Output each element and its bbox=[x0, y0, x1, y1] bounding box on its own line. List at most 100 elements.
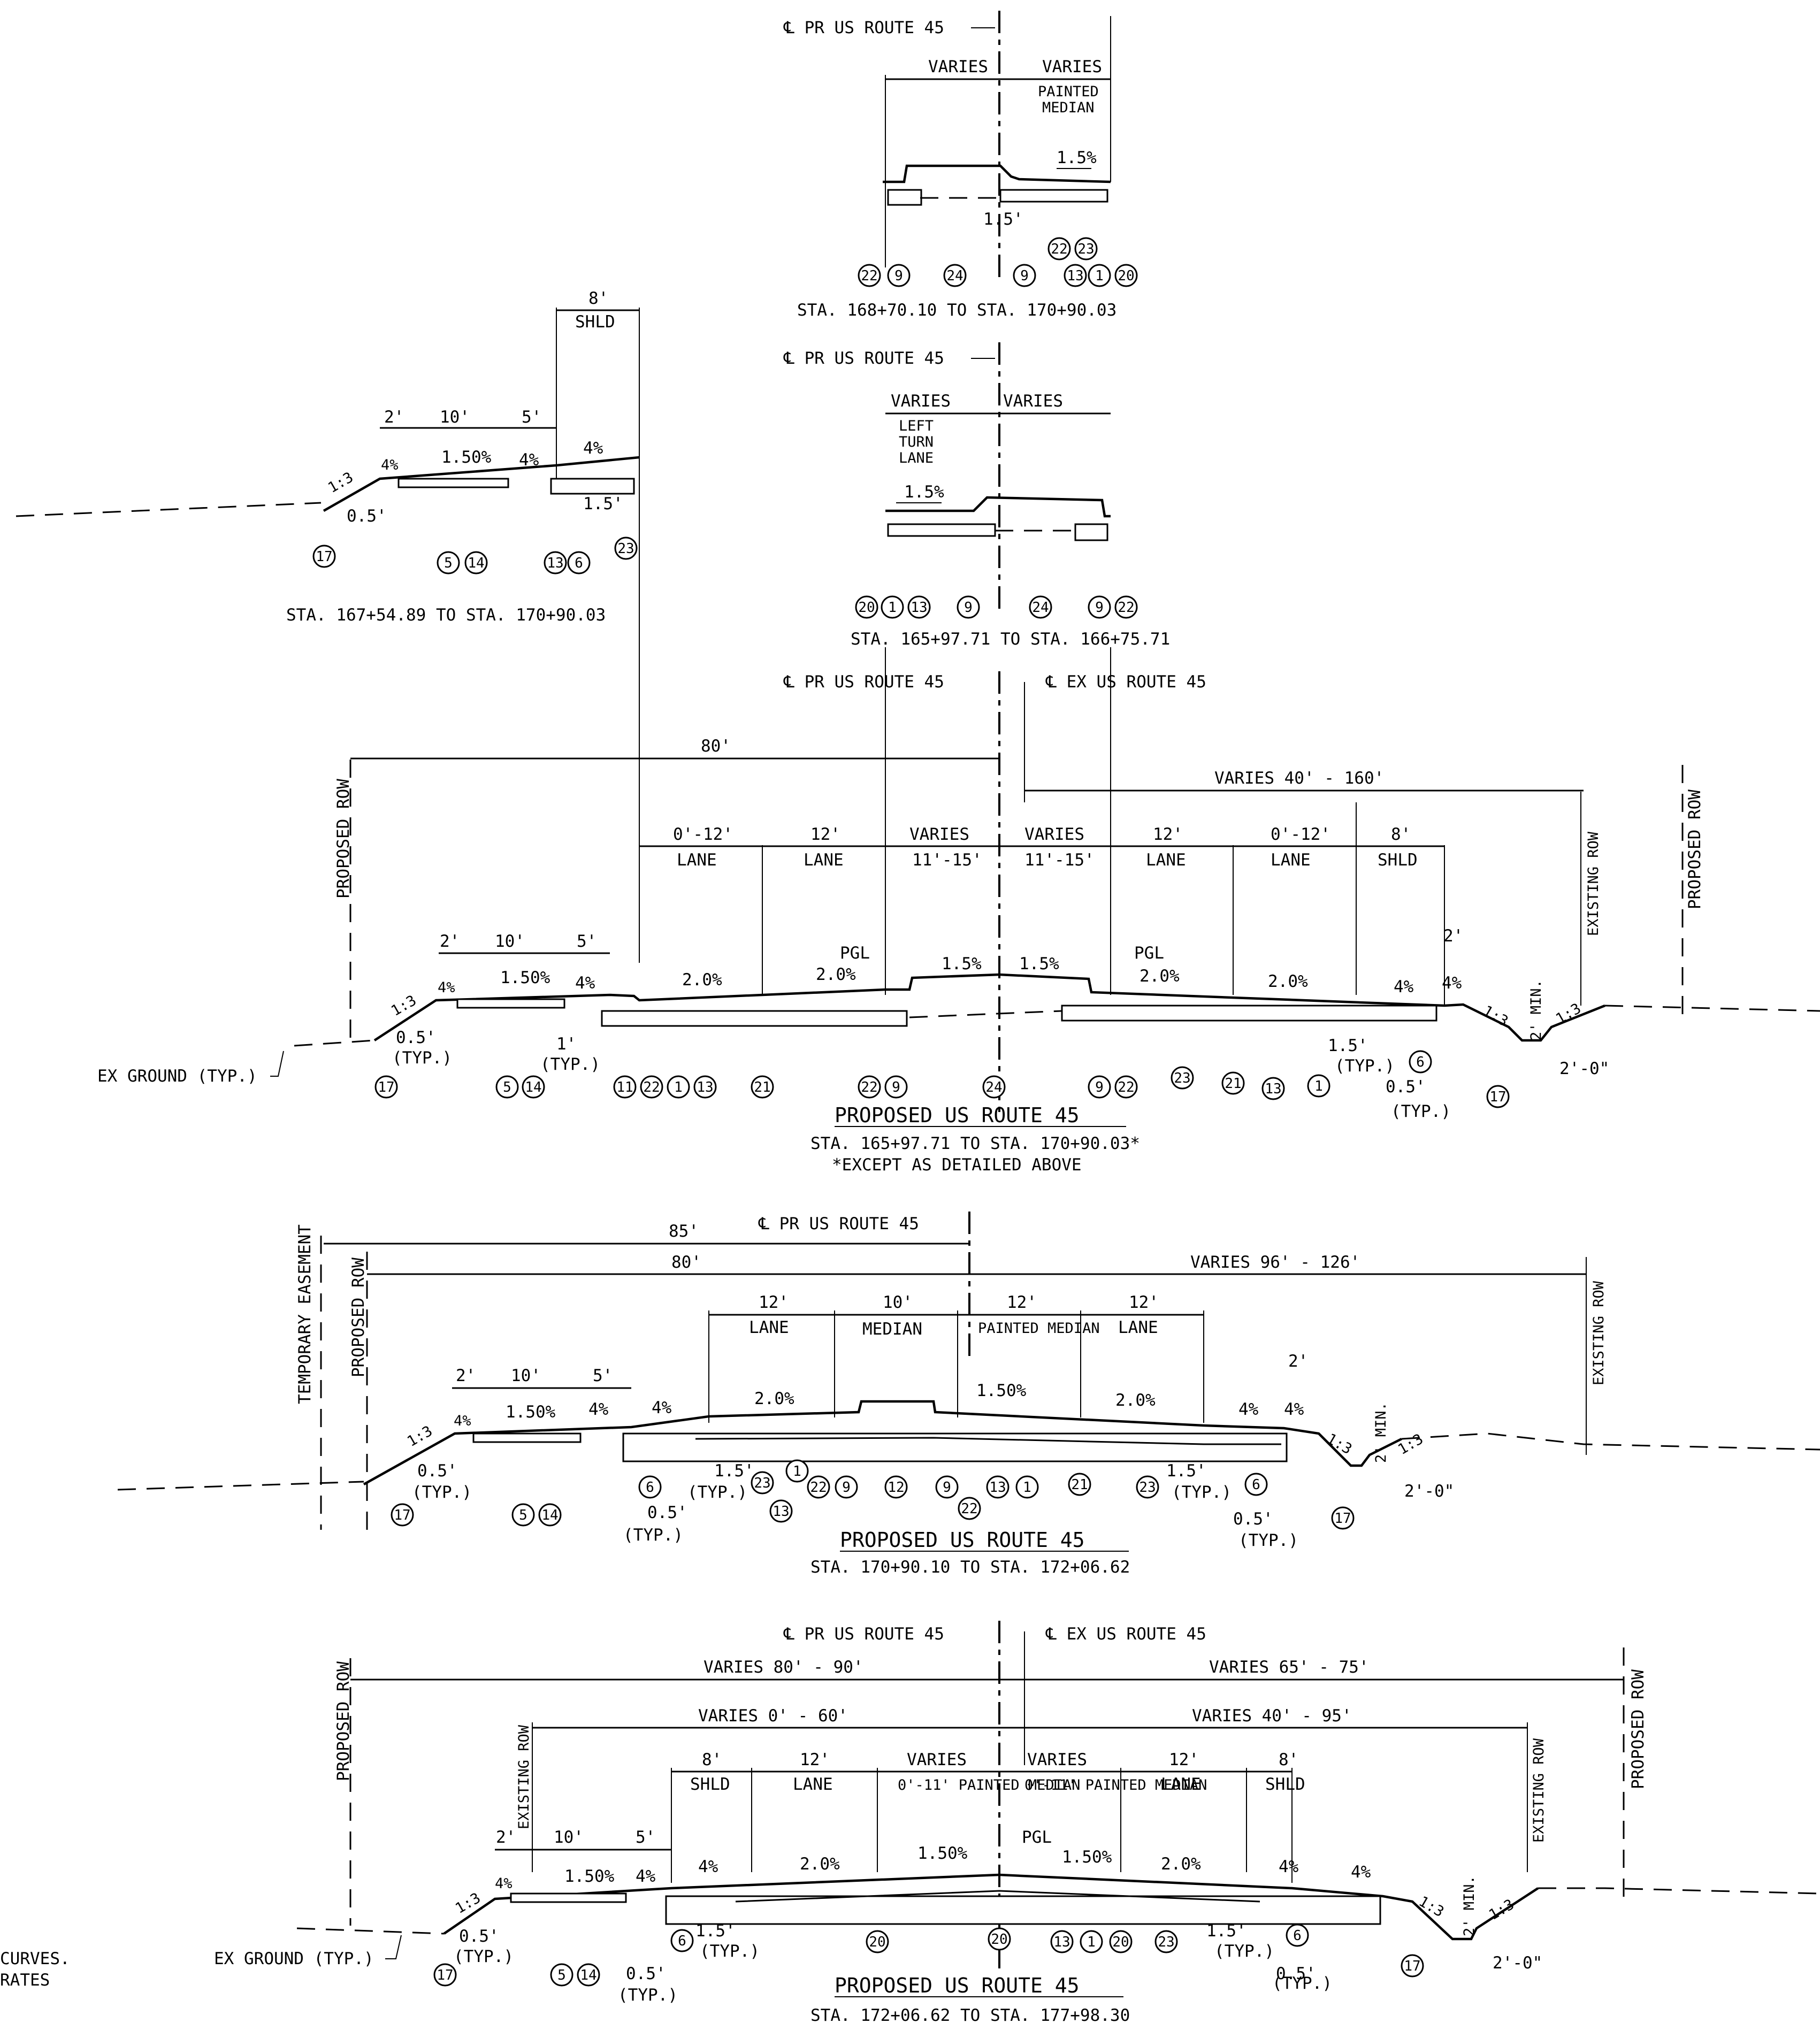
callout-bubble: 1 bbox=[1307, 1074, 1330, 1098]
main2-temp-easement: TEMPORARY EASEMENT bbox=[295, 1224, 315, 1404]
svg-text:22: 22 bbox=[861, 1079, 877, 1095]
svg-text:5: 5 bbox=[444, 555, 453, 571]
inset-b-base-left bbox=[887, 523, 996, 537]
svg-text:24: 24 bbox=[985, 1079, 1002, 1095]
main2-ex-ground-left bbox=[117, 1481, 364, 1491]
svg-text:1: 1 bbox=[674, 1079, 683, 1095]
svg-text:13: 13 bbox=[773, 1504, 789, 1520]
inset-c-offset-2: 1.5' bbox=[583, 494, 623, 514]
callout-bubble: 23 bbox=[1074, 237, 1098, 260]
inset-c-station: STA. 167+54.89 TO STA. 170+90.03 bbox=[286, 606, 606, 625]
main3-lane-label-3: 0'-11' PAINTED MEDIAN bbox=[898, 1777, 1080, 1794]
callout-bubble: 13 bbox=[1050, 1930, 1074, 1953]
svg-text:9: 9 bbox=[943, 1480, 951, 1496]
main3-cl-ex-label: ℄ EX US ROUTE 45 bbox=[1045, 1624, 1206, 1644]
svg-text:22: 22 bbox=[1051, 241, 1067, 257]
svg-text:22: 22 bbox=[861, 268, 877, 284]
svg-text:1: 1 bbox=[888, 600, 897, 616]
main3-slope-6: 2.0% bbox=[800, 1854, 840, 1874]
main3-offset-2: (TYP.) bbox=[454, 1947, 514, 1966]
main3-slope-8: 1.50% bbox=[1062, 1848, 1112, 1867]
main3-slope-10: 4% bbox=[1279, 1857, 1299, 1876]
main2-right-dim: 2' bbox=[1288, 1352, 1308, 1371]
callout-bubble: 9 bbox=[957, 595, 980, 619]
main3-lane-label-5: LANE bbox=[1161, 1775, 1201, 1794]
main3-cl-pr-label: ℄ PR US ROUTE 45 bbox=[783, 1624, 944, 1644]
inset-b-turn-3: LANE bbox=[899, 450, 934, 466]
svg-text:6: 6 bbox=[1252, 1477, 1260, 1493]
main3-min: 2' MIN. bbox=[1461, 1875, 1478, 1936]
main3-existing-row-right: EXISTING ROW bbox=[1531, 1738, 1547, 1843]
callout-bubble: 9 bbox=[935, 1475, 959, 1499]
inset-a-median-2: MEDIAN bbox=[1042, 99, 1095, 116]
callout-bubble: 14 bbox=[577, 1963, 600, 1987]
svg-text:21: 21 bbox=[1225, 1076, 1241, 1092]
main1-lane-label-2: LANE bbox=[804, 850, 844, 870]
main3-ex-ground-leader bbox=[385, 1935, 402, 1959]
callout-bubble: 9 bbox=[884, 1075, 908, 1099]
main2-slope-12: 1:3 bbox=[1395, 1431, 1426, 1458]
main1-slope-4: 4% bbox=[575, 974, 595, 993]
inset-c-sidewalk-slab bbox=[397, 478, 509, 488]
svg-text:6: 6 bbox=[678, 1933, 686, 1949]
main1-slope-10: 2.0% bbox=[1268, 972, 1308, 991]
main2-left-dim-1: 2' bbox=[456, 1366, 476, 1385]
main3-offset-1: 0.5' bbox=[459, 1927, 499, 1946]
main3-dim-ex-right: VARIES 40' - 95' bbox=[1192, 1706, 1352, 1726]
svg-text:21: 21 bbox=[754, 1079, 770, 1095]
main3-slope-3: 1.50% bbox=[564, 1867, 615, 1886]
callout-bubble: 13 bbox=[769, 1499, 793, 1523]
svg-text:22: 22 bbox=[643, 1079, 660, 1095]
main2-offset-5: 0.5' bbox=[647, 1503, 687, 1522]
main3-lane-width-5: 12' bbox=[1169, 1750, 1199, 1769]
inset-c-base-slab bbox=[550, 478, 635, 495]
main3-ex-ground: EX GROUND (TYP.) bbox=[214, 1949, 374, 1968]
main1-slope-6: 2.0% bbox=[816, 965, 856, 984]
main3-left-dim-2: 10' bbox=[554, 1828, 584, 1847]
callout-bubble: 1 bbox=[667, 1075, 690, 1099]
main2-ditch: 2'-0" bbox=[1404, 1482, 1454, 1501]
inset-a-callouts: 22 9 24 9 22 23 13 1 20 bbox=[858, 237, 1138, 287]
main2-offset-3: 1.5' bbox=[714, 1461, 754, 1481]
svg-text:22: 22 bbox=[1118, 600, 1134, 616]
inset-section-c: 8' SHLD 2' 10' 5' 1:3 4% 1.50% 4% 4% 0.5… bbox=[16, 289, 640, 963]
main2-offset-6: (TYP.) bbox=[623, 1526, 683, 1545]
main1-slope-9: 2.0% bbox=[1140, 967, 1180, 986]
main1-lane-label-6: LANE bbox=[1271, 850, 1311, 870]
callout-bubble: 1 bbox=[1080, 1930, 1103, 1953]
main3-lane-label-2: LANE bbox=[793, 1775, 833, 1794]
callout-bubble: 6 bbox=[1286, 1923, 1309, 1947]
main1-cl-pr-label: ℄ PR US ROUTE 45 bbox=[783, 672, 944, 692]
callout-bubble: 6 bbox=[1409, 1050, 1432, 1074]
callout-bubble: 9 bbox=[887, 264, 911, 287]
inset-b-station: STA. 165+97.71 TO STA. 166+75.71 bbox=[851, 630, 1170, 649]
inset-b-slope: 1.5% bbox=[904, 482, 944, 502]
inset-b-dim-right: VARIES bbox=[1003, 392, 1063, 411]
callout-bubble: 20 bbox=[1114, 264, 1138, 287]
main1-lane-width-3: VARIES bbox=[909, 825, 969, 844]
main1-row-right: PROPOSED ROW bbox=[1685, 790, 1704, 909]
main1-lane-width-6: 0'-12' bbox=[1271, 825, 1330, 844]
main2-sidewalk-slab bbox=[472, 1432, 582, 1443]
svg-text:23: 23 bbox=[754, 1475, 770, 1491]
main3-pgl: PGL bbox=[1022, 1828, 1052, 1847]
main1-sidewalk-slab bbox=[456, 998, 565, 1009]
main1-slope-3: 1.50% bbox=[500, 968, 550, 987]
main2-dim-80: 80' bbox=[671, 1253, 701, 1272]
callout-bubble: 17 bbox=[1331, 1506, 1355, 1530]
svg-text:13: 13 bbox=[697, 1079, 713, 1095]
svg-text:9: 9 bbox=[842, 1480, 851, 1496]
main2-cl-pr-label: ℄ PR US ROUTE 45 bbox=[758, 1214, 919, 1233]
main3-slope-1: 1:3 bbox=[453, 1890, 484, 1917]
callout-bubble: 9 bbox=[1088, 1075, 1111, 1099]
main3-dim-right: VARIES 65' - 75' bbox=[1209, 1658, 1369, 1677]
main2-callouts: 17 5 14 6 23 13 1 22 9 12 9 22 13 1 21 2… bbox=[391, 1459, 1355, 1530]
callout-bubble: 23 bbox=[1136, 1475, 1159, 1499]
svg-text:9: 9 bbox=[964, 600, 973, 616]
main2-binder-line bbox=[695, 1437, 1281, 1445]
main1-min: 2' MIN. bbox=[1528, 979, 1544, 1040]
callout-bubble: 1 bbox=[785, 1459, 809, 1483]
main2-slope-3: 1.50% bbox=[506, 1402, 556, 1422]
inset-b-turn-2: TURN bbox=[899, 434, 934, 450]
